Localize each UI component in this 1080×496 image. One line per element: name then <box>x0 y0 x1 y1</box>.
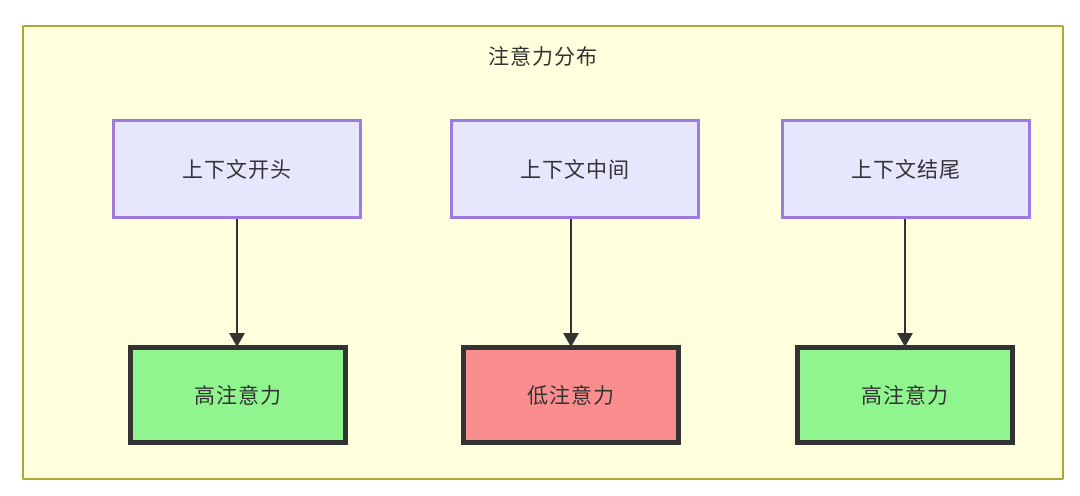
node-context-start[interactable]: 上下文开头 <box>112 119 362 219</box>
node-label: 上下文结尾 <box>851 159 961 182</box>
node-label: 上下文中间 <box>520 159 630 182</box>
down-arrow-icon <box>897 219 913 347</box>
node-context-middle[interactable]: 上下文中间 <box>450 119 700 219</box>
edge-context-end-to-attention <box>895 219 915 347</box>
node-attention-low-middle[interactable]: 低注意力 <box>461 345 681 445</box>
node-context-end[interactable]: 上下文结尾 <box>781 119 1031 219</box>
attention-distribution-subgraph: 注意力分布 上下文开头 上下文中间 上下文结尾 <box>22 25 1064 480</box>
down-arrow-icon <box>229 219 245 347</box>
node-label: 上下文开头 <box>182 159 292 182</box>
down-arrow-icon <box>563 219 579 347</box>
node-attention-high-start[interactable]: 高注意力 <box>128 345 348 445</box>
edge-context-start-to-attention <box>227 219 247 347</box>
node-label: 高注意力 <box>861 385 949 408</box>
subgraph-title: 注意力分布 <box>488 46 598 69</box>
node-attention-high-end[interactable]: 高注意力 <box>795 345 1015 445</box>
node-label: 低注意力 <box>527 385 615 408</box>
edge-context-middle-to-attention <box>561 219 581 347</box>
node-label: 高注意力 <box>194 385 282 408</box>
